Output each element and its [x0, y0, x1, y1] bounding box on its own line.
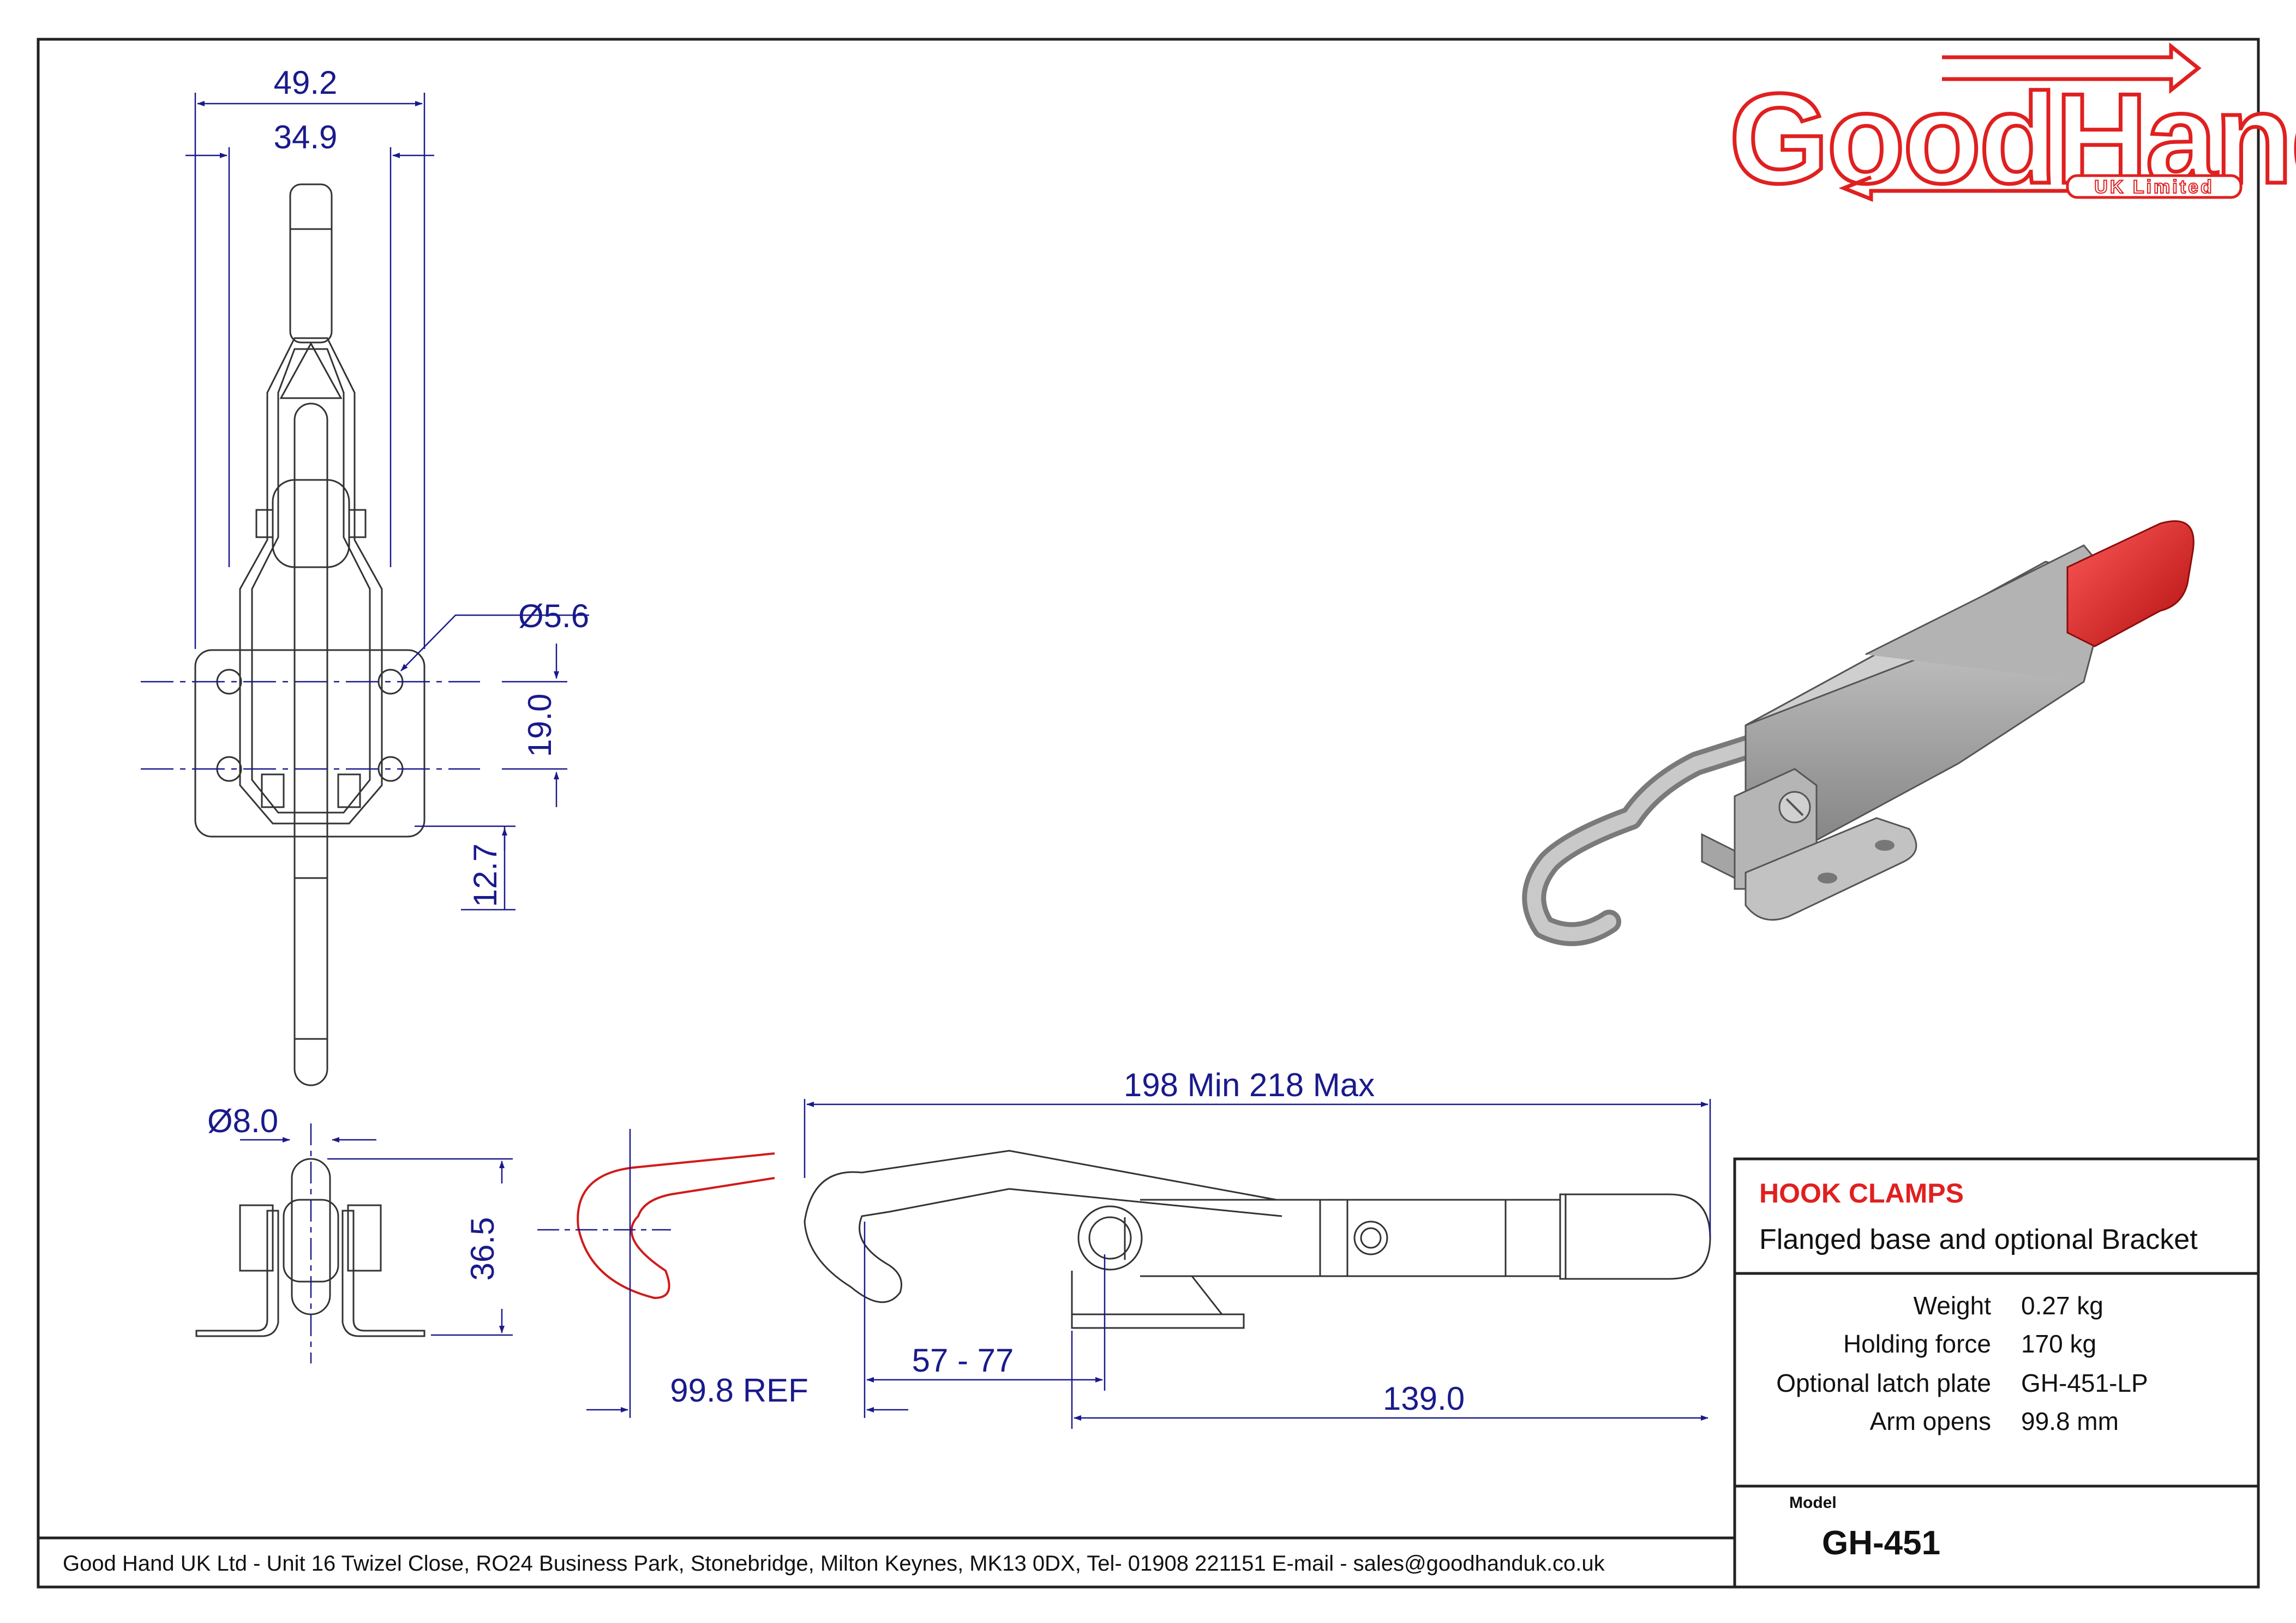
dim-inner-width: 34.9	[274, 119, 338, 155]
spec-label: Holding force	[1843, 1330, 1991, 1358]
svg-text:Ø5.6: Ø5.6	[518, 598, 589, 634]
sheet-border	[37, 38, 2260, 1589]
spec-value: GH-451-LP	[2021, 1369, 2148, 1397]
side-view: 198 Min 218 Max 57 - 77 99.8 REF 139.0	[537, 1067, 1711, 1429]
front-flange-plate	[194, 649, 425, 838]
diameter-symbol: Ø	[518, 598, 544, 634]
footer: Good Hand UK Ltd - Unit 16 Twizel Close,…	[38, 1536, 1735, 1576]
svg-text:Ø8.0: Ø8.0	[207, 1103, 278, 1139]
front-hook-rod	[293, 402, 328, 1086]
dim-arm-ref: 99.8 REF	[670, 1372, 808, 1409]
side-handle-body	[1140, 1199, 1561, 1277]
spec-label: Arm opens	[1870, 1407, 1991, 1435]
isometric-render	[1522, 520, 2195, 946]
dim-overall-length: 198 Min 218 Max	[1124, 1067, 1375, 1103]
dim-base-offset: 12.7	[467, 844, 503, 907]
product-family: HOOK CLAMPS	[1759, 1178, 1964, 1209]
side-pivot	[1077, 1205, 1143, 1271]
logo-arrow-bottom	[1838, 175, 2073, 202]
product-description: Flanged base and optional Bracket	[1759, 1224, 2198, 1255]
title-block: HOOK CLAMPS Flanged base and optional Br…	[1733, 1157, 2260, 1589]
dim-hook-adjust: 57 - 77	[912, 1342, 1014, 1379]
side-base	[1071, 1271, 1245, 1329]
dim-hole-diameter: 5.6	[544, 598, 589, 634]
front-handle-grip	[289, 183, 333, 344]
logo-arrow-top	[1942, 42, 2202, 94]
model-number: GH-451	[1822, 1524, 1940, 1562]
front-handle-body	[239, 337, 383, 825]
end-base-left	[195, 1210, 279, 1337]
spec-value: 99.8 mm	[2021, 1407, 2119, 1435]
hook-closed	[804, 1150, 1282, 1303]
iso-handle-grip	[2066, 520, 2195, 647]
front-pivot-block	[272, 479, 350, 568]
iso-bracket	[1701, 833, 1736, 880]
spec-label: Optional latch plate	[1776, 1369, 1991, 1397]
dim-overall-width: 49.2	[274, 64, 338, 101]
end-base-right	[341, 1210, 425, 1337]
spec-label: Weight	[1914, 1291, 1992, 1320]
footer-address: Good Hand UK Ltd - Unit 16 Twizel Close,…	[63, 1552, 1605, 1576]
logo-subtitle: UK Limited	[2094, 177, 2214, 197]
spec-value: 0.27 kg	[2021, 1291, 2103, 1320]
side-handle-grip	[1559, 1193, 1711, 1280]
hook-open-position	[577, 1152, 775, 1300]
dim-base-length: 139.0	[1383, 1380, 1465, 1417]
logo-subtitle-box	[2066, 174, 2243, 199]
model-label: Model	[1789, 1494, 1837, 1512]
front-view: 49.2 34.9 Ø5.6 19.0 12.7	[141, 64, 589, 1086]
dim-height: 36.5	[464, 1217, 501, 1281]
spec-value: 170 kg	[2021, 1330, 2096, 1358]
dim-hole-pitch: 19.0	[521, 694, 558, 758]
end-view: Ø8.0 36.5	[195, 1103, 513, 1363]
dim-rod-diameter: 8.0	[233, 1103, 278, 1139]
iso-flange-base	[1745, 817, 1917, 921]
diameter-symbol: Ø	[207, 1103, 233, 1139]
